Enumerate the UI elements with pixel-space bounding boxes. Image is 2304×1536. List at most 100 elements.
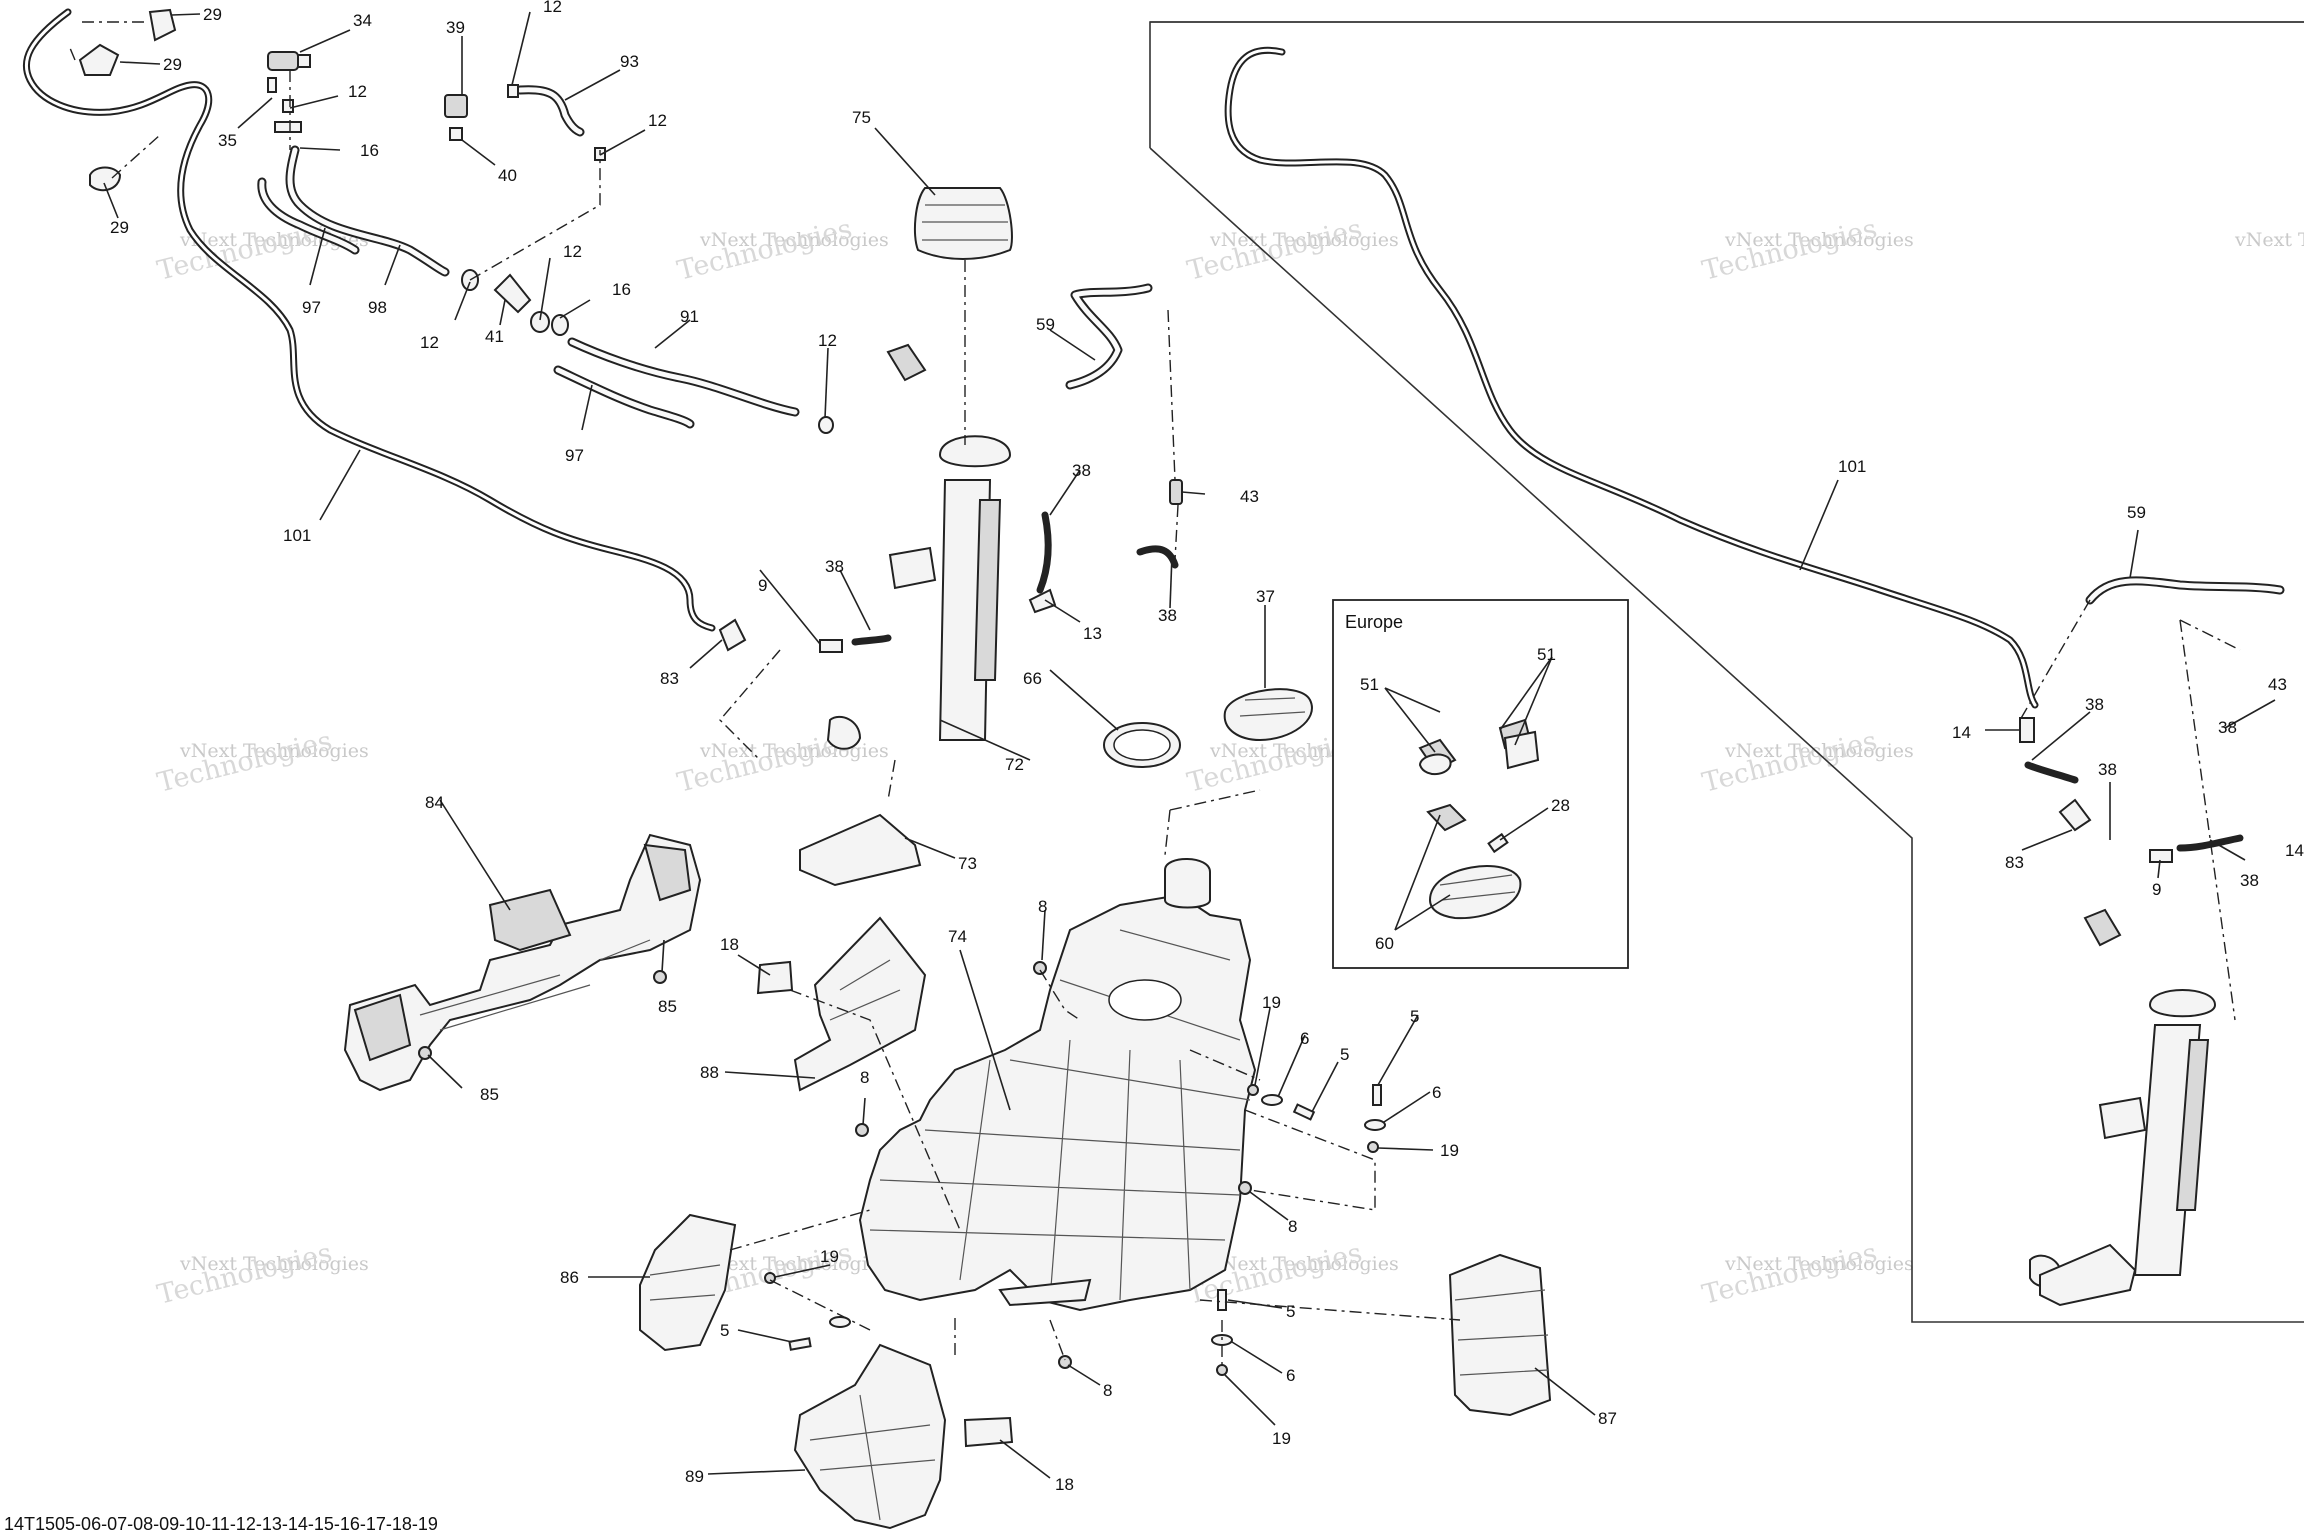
fuel-tank-74 (858, 858, 1257, 1312)
callout-13: 13 (1083, 624, 1102, 643)
pump-connector (886, 343, 927, 382)
callout-5: 5 (1340, 1045, 1349, 1064)
callout-28: 28 (1551, 796, 1570, 815)
callout-12: 12 (348, 82, 367, 101)
watermark: Technologies (1699, 213, 1880, 286)
callout-29: 29 (203, 5, 222, 24)
callout-37: 37 (1256, 587, 1275, 606)
callout-43: 43 (2268, 675, 2287, 694)
locking-cap-60 (1428, 865, 1522, 920)
screw-5-c (788, 1337, 812, 1351)
watermark: vNext Technologies (699, 1253, 889, 1275)
fitting-83-left (718, 618, 747, 652)
fuel-hose-91 (567, 337, 800, 417)
heat-shield-86 (639, 1213, 737, 1352)
clamp-12-pump (818, 416, 834, 434)
callout-38: 38 (1158, 606, 1177, 625)
leader-lines (103, 11, 2276, 1479)
pump-spring (973, 499, 1002, 681)
callout-83: 83 (2005, 853, 2024, 872)
fitting-9-left (819, 639, 843, 653)
callout-18: 18 (720, 935, 739, 954)
callout-19: 19 (1272, 1429, 1291, 1448)
callout-38: 38 (2098, 760, 2117, 779)
callout-29: 29 (163, 55, 182, 74)
watermark: Technologies (1699, 725, 1880, 798)
callout-6: 6 (1286, 1366, 1295, 1385)
callout-74: 74 (948, 927, 967, 946)
fuel-hose-97-left (257, 177, 360, 255)
callout-18: 18 (1055, 1475, 1074, 1494)
valve-39 (444, 94, 468, 118)
clamp-12-left (282, 99, 294, 113)
callout-5: 5 (720, 1321, 729, 1340)
callout-labels: 29 29 29 34 39 12 93 12 35 16 40 12 75 9… (110, 0, 2304, 1494)
lock-barrel-51 (1418, 753, 1452, 775)
watermark: vNext Technologies (2234, 229, 2304, 251)
clamp-12-mid (507, 84, 519, 98)
callout-6: 6 (1432, 1083, 1441, 1102)
bracket-connector-left (353, 993, 412, 1062)
callout-98: 98 (368, 298, 387, 317)
nut-19-d (1216, 1364, 1228, 1376)
pad-18-top (756, 960, 794, 995)
nut-8-right (1238, 1181, 1252, 1195)
washer-6-a (1261, 1094, 1283, 1106)
tank-pump-opening (1108, 979, 1182, 1021)
callout-12: 12 (543, 0, 562, 16)
lock-ring-75 (913, 187, 1013, 260)
callout-38: 38 (2085, 695, 2104, 714)
callout-91: 91 (680, 307, 699, 326)
callout-75: 75 (852, 108, 871, 127)
callout-72: 72 (1005, 755, 1024, 774)
watermark: Technologies (154, 725, 335, 798)
callout-29: 29 (110, 218, 129, 237)
fitting-83-right (2058, 798, 2092, 832)
callout-6: 6 (1300, 1029, 1309, 1048)
callout-101: 101 (283, 526, 311, 545)
callout-38: 38 (2218, 718, 2237, 737)
callout-86: 86 (560, 1268, 579, 1287)
callout-5: 5 (1286, 1302, 1295, 1321)
callout-60: 60 (1375, 934, 1394, 953)
callout-16: 16 (612, 280, 631, 299)
callout-41: 41 (485, 327, 504, 346)
callout-38: 38 (825, 557, 844, 576)
callout-97: 97 (565, 446, 584, 465)
alternate-detail-frame-outline (1149, 21, 2304, 1323)
callout-12: 12 (420, 333, 439, 352)
vent-hose-59-left (1065, 283, 1153, 390)
callout-43: 43 (1240, 487, 1259, 506)
callout-8: 8 (1103, 1381, 1112, 1400)
clamp-16-right (551, 314, 569, 336)
callout-51: 51 (1537, 645, 1556, 664)
callout-39: 39 (446, 18, 465, 37)
callout-5: 5 (1410, 1007, 1419, 1026)
callout-19: 19 (1262, 993, 1281, 1012)
watermark: Technologies (1699, 1237, 1880, 1310)
vent-hose-101-left (22, 8, 716, 632)
callout-19: 19 (820, 1247, 839, 1266)
vent-hose-101-right (1224, 46, 2039, 709)
fitting-34 (267, 51, 299, 71)
callout-38: 38 (1072, 461, 1091, 480)
clamp-12-lower-right (530, 311, 550, 333)
vent-hose-59-right (2085, 576, 2285, 605)
callout-85: 85 (480, 1085, 499, 1104)
pad-18-bottom (963, 1416, 1014, 1448)
nut-8-left (855, 1123, 869, 1137)
washer-6-c (829, 1316, 851, 1328)
callout-12: 12 (818, 331, 837, 350)
callout-40: 40 (498, 166, 517, 185)
europe-inset-title: Europe (1345, 612, 1403, 632)
callout-85: 85 (658, 997, 677, 1016)
callout-34: 34 (353, 11, 372, 30)
fuel-pump-detail-right (2029, 908, 2217, 1307)
fitting-35 (267, 77, 277, 93)
callout-84: 84 (425, 793, 444, 812)
callout-59: 59 (2127, 503, 2146, 522)
mounting-bracket-84 (343, 833, 702, 1092)
bracket-module-box (488, 888, 572, 952)
watermark: vNext Technologies (699, 229, 889, 251)
